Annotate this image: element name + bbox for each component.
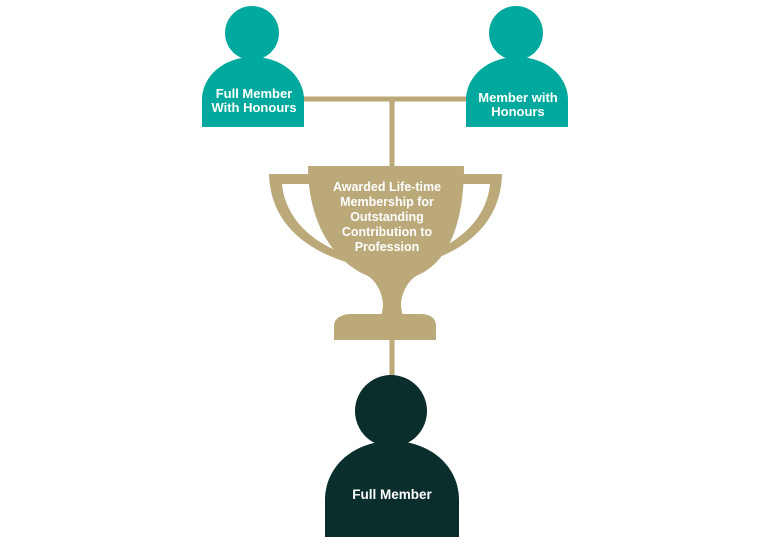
connectors xyxy=(300,96,472,382)
label-line: Membership for xyxy=(340,195,434,209)
trophy-icon xyxy=(269,166,502,340)
label-line: Full Member xyxy=(215,86,293,101)
label-line: Full Member xyxy=(352,487,432,502)
label-line: Member with xyxy=(478,90,558,105)
full-member-with-honours-label: Full Member With Honours xyxy=(202,86,306,116)
person-icon xyxy=(325,375,459,537)
member-with-honours-label: Member with Honours xyxy=(466,90,570,120)
person-icon xyxy=(202,6,304,127)
label-line: Honours xyxy=(491,104,545,119)
full-member-label: Full Member xyxy=(326,485,458,505)
label-line: Profession xyxy=(354,240,420,254)
label-line: Outstanding xyxy=(350,210,424,224)
label-line: Awarded Life-time xyxy=(332,180,442,194)
lifetime-membership-label: Awarded Life-time Membership for Outstan… xyxy=(324,180,450,256)
person-icon xyxy=(466,6,568,127)
label-line: Contribution to xyxy=(341,225,433,239)
label-line: With Honours xyxy=(211,100,297,115)
